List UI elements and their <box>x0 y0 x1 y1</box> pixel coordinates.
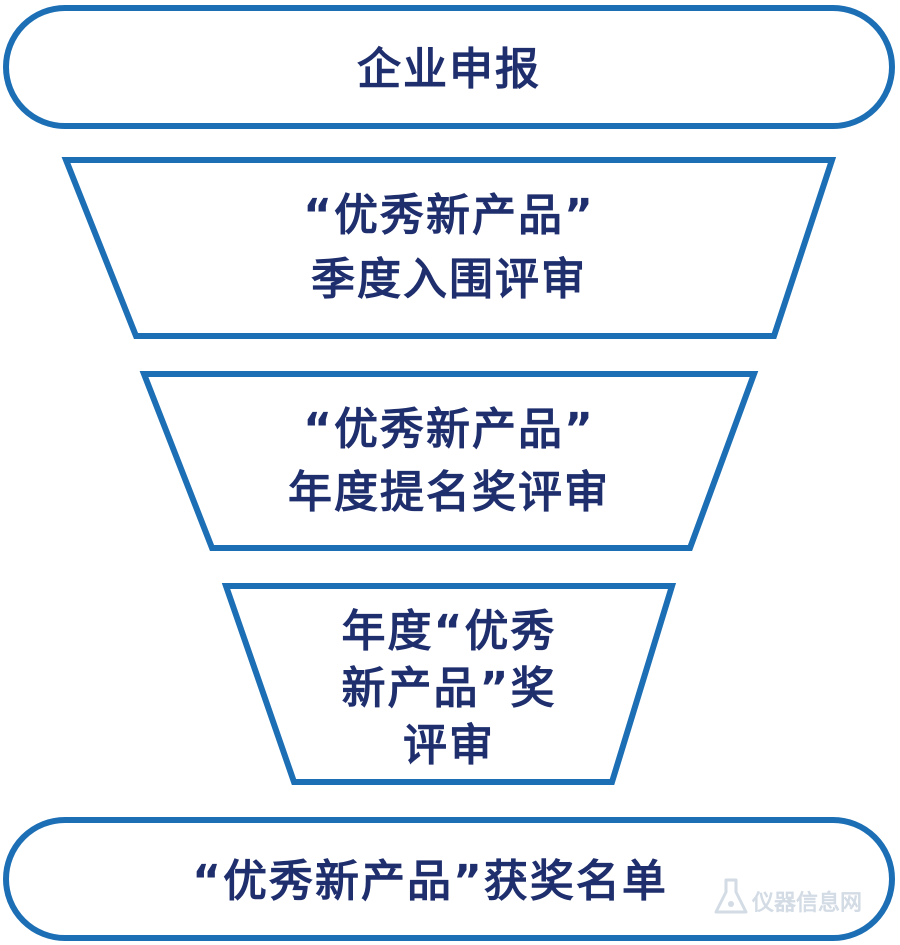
stage-2-trapezoid-shape <box>61 157 837 339</box>
stage-5-label-line-1: “优秀新产品”获奖名单 <box>192 856 668 907</box>
stage-3-label-line-2: 年度提名奖评审 <box>288 467 610 518</box>
stage-3-annual-nomination-review: “优秀新产品” 年度提名奖评审 <box>139 371 759 551</box>
stage-5-pill-shape <box>3 817 895 941</box>
stage-4-label-line-3: 评审 <box>403 720 495 771</box>
stage-1-pill-shape <box>3 5 895 129</box>
stage-4-annual-award-review: 年度“优秀 新产品”奖 评审 <box>221 583 677 785</box>
stage-4-trapezoid-shape <box>221 583 677 785</box>
stage-5-award-list: “优秀新产品”获奖名单 <box>3 817 895 941</box>
stage-2-label-line-2: 季度入围评审 <box>311 254 587 305</box>
watermark-text: 仪器信息网 <box>751 890 862 916</box>
stage-2-label-line-1: “优秀新产品” <box>303 190 595 241</box>
watermark: 仪器信息网 <box>714 878 862 916</box>
stage-3-trapezoid-shape <box>139 371 759 551</box>
stage-1-label-line-1: 企业申报 <box>357 44 541 95</box>
stage-4-label-line-1: 年度“优秀 <box>342 606 557 657</box>
flask-logo-icon <box>714 878 748 914</box>
stage-4-label-line-2: 新产品”奖 <box>342 663 557 714</box>
stage-1-enterprise-application: 企业申报 <box>3 5 895 129</box>
stage-3-label-line-1: “优秀新产品” <box>303 404 595 455</box>
stage-2-quarterly-review: “优秀新产品” 季度入围评审 <box>61 157 837 339</box>
